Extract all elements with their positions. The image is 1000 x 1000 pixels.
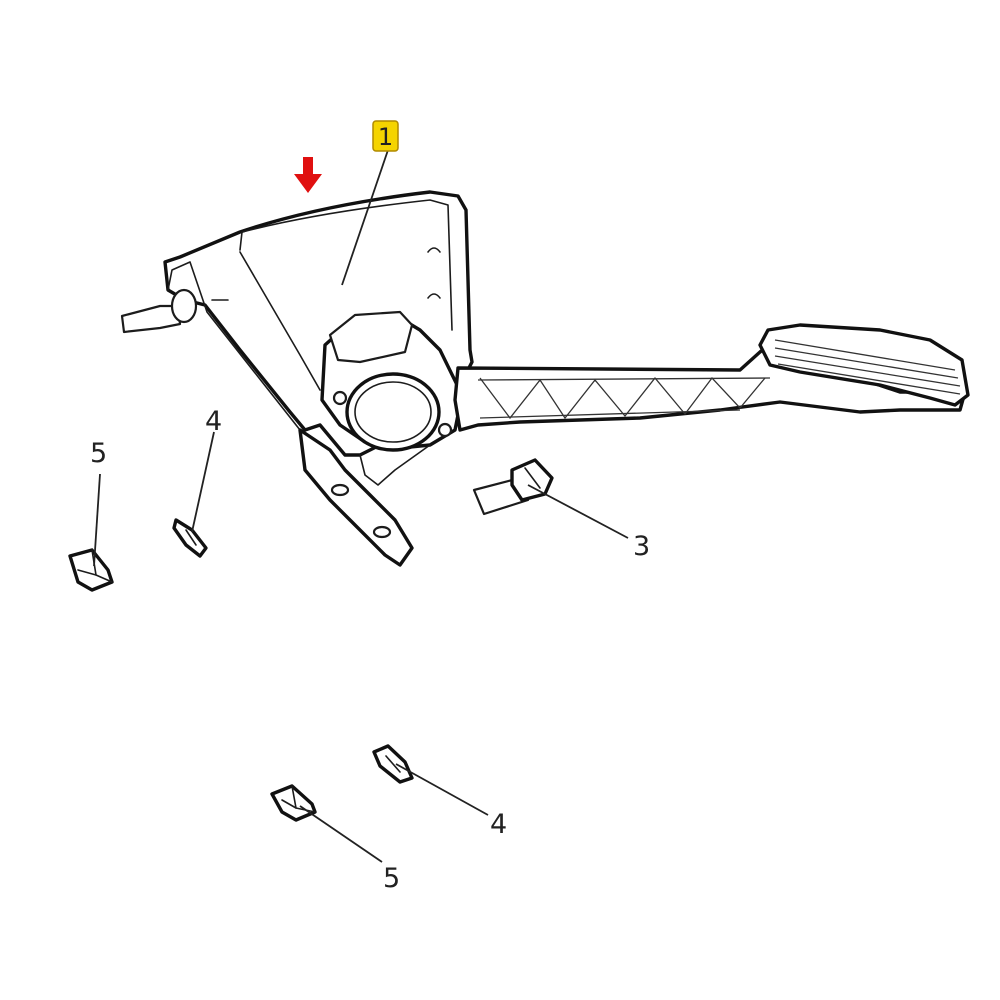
svg-text:1: 1 — [378, 123, 393, 151]
washer-top — [172, 518, 208, 558]
leader-line-3 — [527, 484, 629, 539]
leader-lines — [93, 149, 629, 863]
washer-bottom — [372, 744, 414, 784]
housing-screw-icon — [437, 422, 453, 438]
accelerator-pedal-assembly — [120, 190, 970, 567]
nut-top — [68, 548, 114, 592]
red-down-arrow-icon — [294, 157, 322, 193]
callout-5-bottom: 5 — [383, 863, 400, 894]
callout-3: 3 — [633, 531, 650, 562]
callout-5-top: 5 — [90, 438, 107, 469]
bolt — [472, 458, 554, 516]
leader-line-5-bottom — [299, 805, 383, 863]
leader-line-1 — [341, 149, 389, 286]
callout-1: 1 — [372, 120, 399, 152]
sensor-connector — [328, 310, 414, 364]
sensor-rotor — [345, 372, 441, 452]
pivot-pin — [120, 304, 182, 334]
leader-line-5-top — [93, 473, 101, 567]
housing-screw-icon — [332, 390, 348, 406]
leader-line-4-top — [191, 431, 215, 533]
callout-4-bottom: 4 — [490, 809, 507, 840]
callout-4-top: 4 — [205, 406, 222, 437]
callout-1-highlight — [372, 120, 399, 152]
pedal-pad — [758, 323, 970, 407]
leader-line-4-bottom — [395, 763, 489, 816]
nut-bottom — [270, 784, 317, 822]
